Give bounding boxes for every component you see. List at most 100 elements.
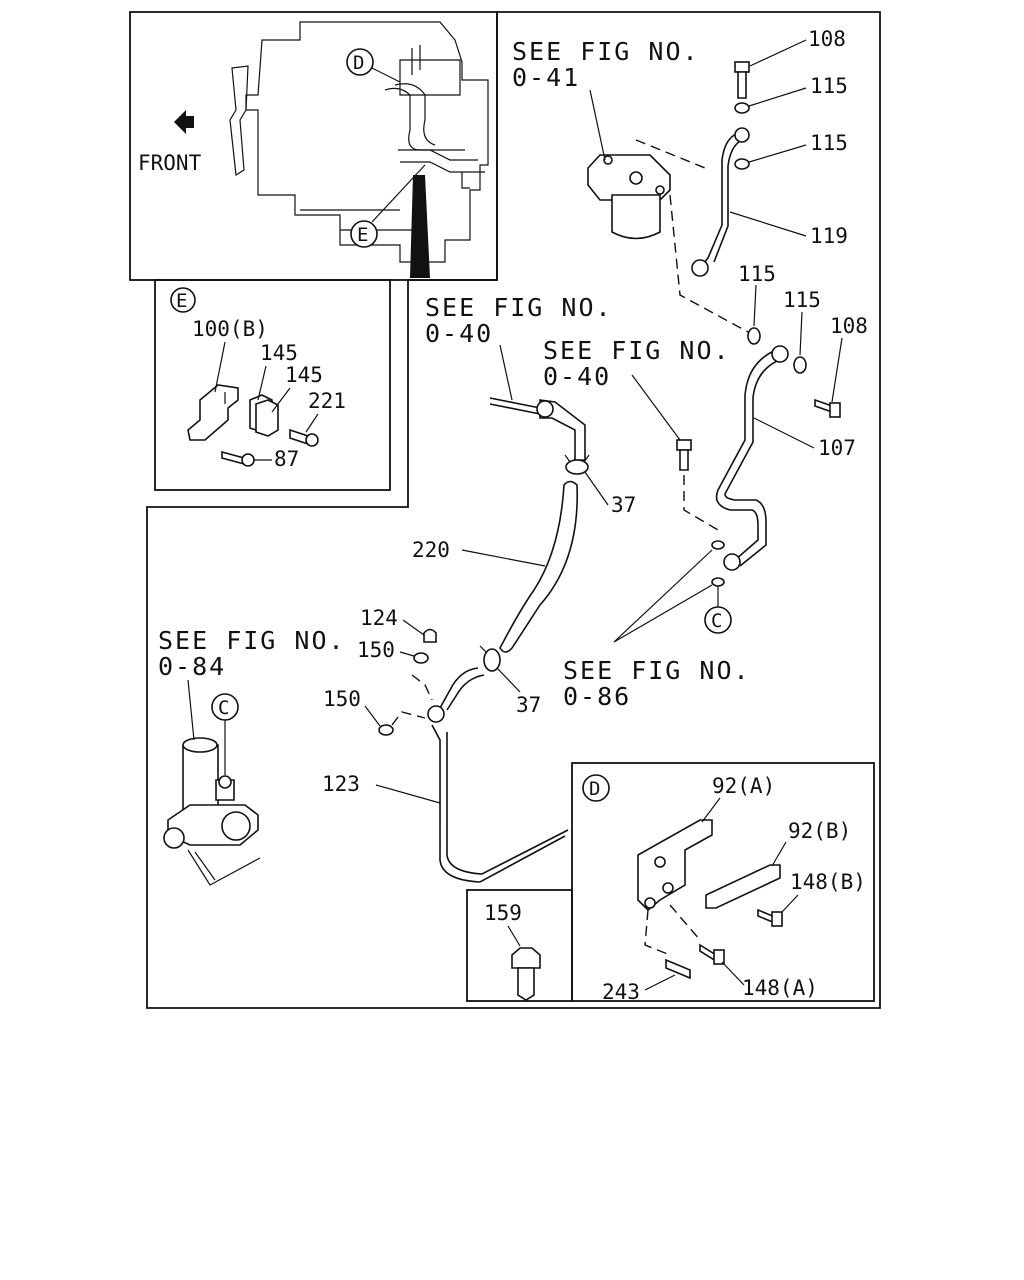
label-100b: 100(B): [192, 317, 268, 393]
pipe-107-eye-bottom: [723, 553, 741, 571]
svg-text:D: D: [353, 52, 364, 74]
svg-text:92(B): 92(B): [788, 819, 851, 843]
label-115-b: 115: [748, 131, 848, 163]
label-92b: 92(B): [771, 819, 851, 867]
svg-text:115: 115: [810, 74, 848, 98]
svg-text:145: 145: [285, 363, 323, 387]
see-fig-040a: SEE FIG NO. 0-40: [425, 293, 613, 401]
label-37-mid: 37: [496, 667, 541, 717]
circle-c-left: C: [211, 693, 239, 775]
label-119: 119: [729, 211, 848, 248]
label-150-b: 150: [323, 687, 381, 727]
bolt-159: [511, 947, 541, 1001]
svg-text:SEE FIG NO.: SEE FIG NO.: [158, 626, 346, 655]
svg-text:115: 115: [810, 131, 848, 155]
svg-text:221: 221: [308, 389, 346, 413]
see-fig-086: SEE FIG NO. 0-86: [563, 656, 749, 711]
inset-d-parts: D: [582, 774, 783, 980]
pipe-107: [715, 349, 785, 567]
line-040-a: [489, 397, 541, 415]
label-150-a: 150: [357, 638, 415, 662]
leader-086: [613, 549, 713, 643]
svg-text:145: 145: [260, 341, 298, 365]
label-108-top: 108: [749, 27, 846, 67]
svg-text:108: 108: [830, 314, 868, 338]
fuel-filter: [587, 154, 671, 240]
svg-text:115: 115: [738, 262, 776, 286]
svg-text:243: 243: [602, 980, 640, 1004]
washer-150-b: [378, 724, 394, 736]
svg-text:37: 37: [516, 693, 541, 717]
washer-115-a: [734, 102, 750, 114]
svg-text:C: C: [711, 610, 722, 632]
dashline-filter-119: [635, 139, 749, 333]
label-37-top: 37: [584, 471, 636, 517]
bolt-148a: [699, 943, 725, 965]
label-92a: 92(A): [701, 774, 775, 823]
circle-c-right: C: [704, 586, 732, 634]
svg-text:0-86: 0-86: [563, 682, 631, 711]
svg-text:SEE FIG NO.: SEE FIG NO.: [512, 37, 700, 66]
svg-text:150: 150: [323, 687, 361, 711]
svg-text:37: 37: [611, 493, 636, 517]
label-220: 220: [412, 538, 546, 567]
label-115-c: 115: [738, 262, 776, 327]
svg-text:0-84: 0-84: [158, 652, 226, 681]
svg-text:0-41: 0-41: [512, 63, 580, 92]
label-87: 87: [254, 447, 299, 471]
circle-d-overview: D: [346, 48, 401, 83]
washer-115-b: [734, 158, 750, 170]
svg-text:124: 124: [360, 606, 398, 630]
see-fig-084: SEE FIG NO. 0-84: [158, 626, 346, 741]
label-148b: 148(B): [781, 870, 866, 913]
label-108-mid: 108: [830, 314, 868, 403]
pipe-119-eye-bottom: [691, 259, 709, 277]
label-115-a: 115: [748, 74, 848, 107]
washer-107-b: [711, 577, 725, 587]
feed-pump: [163, 737, 261, 886]
label-115-d: 115: [783, 288, 821, 356]
washer-115-d: [793, 356, 807, 374]
bolt-108-top: [734, 61, 750, 99]
label-123: 123: [322, 772, 441, 804]
svg-text:123: 123: [322, 772, 360, 796]
svg-text:119: 119: [810, 224, 848, 248]
front-label: FRONT: [138, 151, 202, 175]
hose-220: [499, 480, 579, 653]
fitting-040-nut: [536, 400, 554, 418]
svg-text:0-40: 0-40: [543, 362, 611, 391]
pipe-107-eye-top: [771, 345, 789, 363]
cap-124: [423, 628, 437, 643]
pipe-123: [431, 667, 569, 883]
inset-159-frame: [466, 889, 573, 1002]
inset-d-frame: [571, 762, 875, 1002]
svg-text:108: 108: [808, 27, 846, 51]
label-148a: 148(A): [721, 961, 818, 1000]
inset-e-frame: [154, 279, 391, 491]
label-221: 221: [305, 389, 346, 433]
label-243: 243: [602, 974, 676, 1004]
inset-e-parts: E: [170, 287, 319, 467]
circle-e-overview: E: [350, 164, 426, 248]
engine-overview: [229, 21, 489, 278]
svg-text:SEE FIG NO.: SEE FIG NO.: [543, 336, 731, 365]
overview-frame: [129, 11, 498, 281]
svg-text:148(A): 148(A): [742, 976, 818, 1000]
dashline-150: [391, 674, 433, 726]
bolt-148b: [757, 908, 783, 927]
washer-115-c: [747, 327, 761, 345]
svg-text:220: 220: [412, 538, 450, 562]
svg-text:E: E: [357, 224, 368, 246]
clamp-37-top: [564, 454, 590, 475]
label-107: 107: [753, 417, 856, 460]
svg-text:SEE FIG NO.: SEE FIG NO.: [425, 293, 613, 322]
svg-text:92(A): 92(A): [712, 774, 775, 798]
stud-243: [665, 958, 691, 980]
svg-text:D: D: [589, 778, 600, 800]
svg-text:150: 150: [357, 638, 395, 662]
svg-text:159: 159: [484, 901, 522, 925]
bolt-108-mid: [814, 398, 841, 418]
svg-text:87: 87: [274, 447, 299, 471]
svg-text:115: 115: [783, 288, 821, 312]
